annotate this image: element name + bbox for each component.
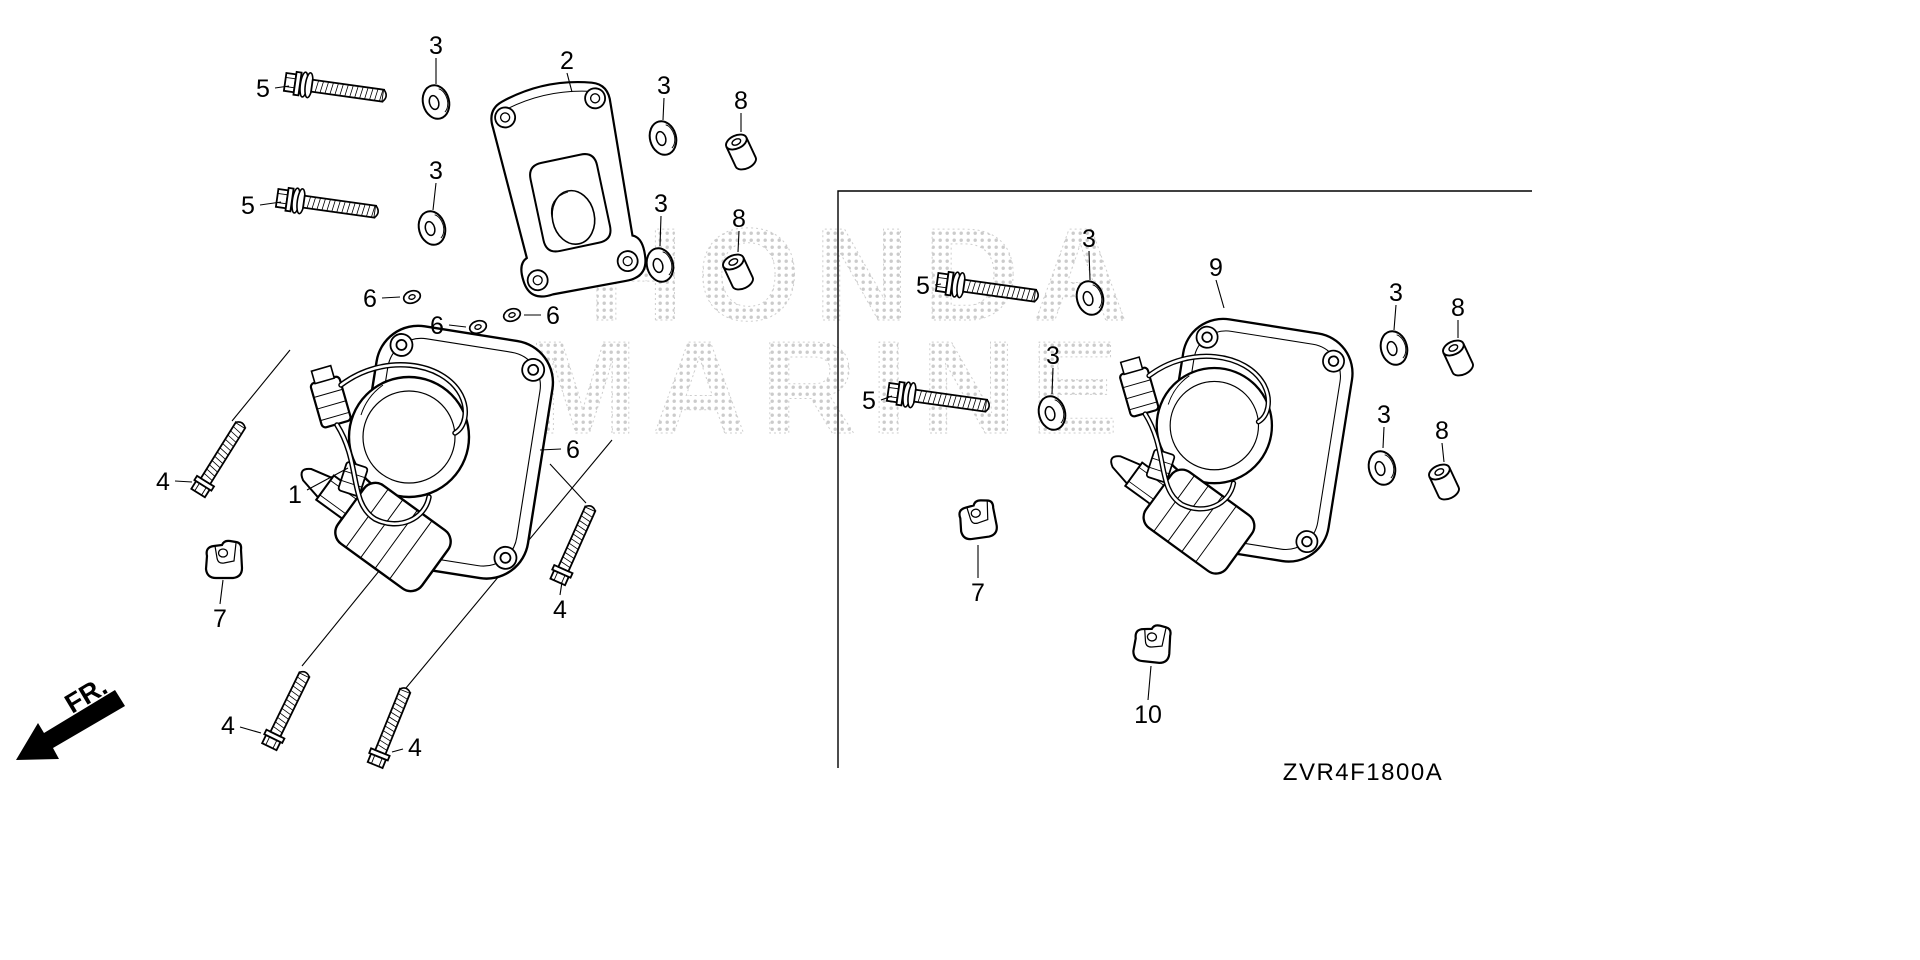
part-bolt-washer bbox=[274, 184, 381, 226]
callout-8: 8 bbox=[732, 205, 746, 253]
callout-3: 3 bbox=[654, 190, 668, 247]
part-grommet bbox=[1364, 447, 1400, 489]
part-clamp bbox=[956, 497, 1000, 542]
part-bolt-plain bbox=[188, 416, 252, 500]
construction-line bbox=[549, 463, 587, 504]
callout-number: 6 bbox=[363, 285, 377, 313]
callout-5: 5 bbox=[241, 192, 282, 220]
part-bolt-washer bbox=[282, 68, 389, 110]
callout-number: 2 bbox=[560, 47, 574, 75]
watermark-line2: MARINE bbox=[528, 314, 1133, 461]
callout-3: 3 bbox=[1082, 225, 1096, 281]
construction-line bbox=[301, 559, 389, 667]
callout-layer: 3 2 3 8 5 3 5 3 8 6 6 6 6 1 4 7 4 4 4 5 3 9 3 8 5 3 3 8 7 10 bbox=[156, 32, 1465, 762]
part-pump bbox=[281, 320, 559, 597]
callout-number: 3 bbox=[1377, 401, 1391, 429]
callout-8: 8 bbox=[734, 87, 748, 132]
callout-number: 5 bbox=[862, 387, 876, 415]
part-bolt-plain bbox=[547, 501, 602, 587]
callout-number: 6 bbox=[430, 312, 444, 340]
callout-3: 3 bbox=[1046, 342, 1060, 395]
callout-6: 6 bbox=[430, 312, 467, 340]
callout-6: 6 bbox=[539, 436, 580, 464]
callout-4: 4 bbox=[553, 581, 567, 624]
callout-number: 8 bbox=[734, 87, 748, 115]
callout-number: 3 bbox=[429, 32, 443, 60]
callout-number: 6 bbox=[566, 436, 580, 464]
part-grommet bbox=[1376, 327, 1412, 369]
part-bolt-plain bbox=[259, 667, 316, 752]
callout-4: 4 bbox=[221, 712, 262, 740]
part-code: ZVR4F1800A bbox=[1283, 759, 1443, 786]
callout-3: 3 bbox=[1389, 279, 1403, 331]
part-grommet bbox=[414, 207, 450, 249]
construction-line bbox=[231, 349, 291, 422]
callout-6: 6 bbox=[524, 302, 560, 330]
callout-3: 3 bbox=[429, 157, 443, 211]
callout-5: 5 bbox=[916, 272, 942, 300]
part-grommet bbox=[645, 117, 681, 159]
callout-3: 3 bbox=[657, 72, 671, 121]
part-washer-small bbox=[501, 305, 523, 325]
callout-2: 2 bbox=[560, 47, 574, 93]
callout-4: 4 bbox=[391, 734, 422, 762]
callout-10: 10 bbox=[1134, 665, 1162, 729]
callout-number: 1 bbox=[288, 481, 302, 509]
callout-number: 5 bbox=[916, 272, 930, 300]
callout-number: 5 bbox=[256, 75, 270, 103]
fr-direction-indicator: FR. bbox=[16, 671, 125, 760]
callout-number: 3 bbox=[1046, 342, 1060, 370]
callout-number: 3 bbox=[657, 72, 671, 100]
callout-number: 3 bbox=[429, 157, 443, 185]
callout-8: 8 bbox=[1451, 294, 1465, 338]
callout-9: 9 bbox=[1209, 254, 1225, 309]
callout-number: 3 bbox=[1082, 225, 1096, 253]
callout-1: 1 bbox=[288, 467, 349, 509]
callout-number: 5 bbox=[241, 192, 255, 220]
callout-8: 8 bbox=[1435, 417, 1449, 463]
part-collar bbox=[1425, 460, 1463, 504]
callout-number: 4 bbox=[221, 712, 235, 740]
part-grommet bbox=[418, 81, 454, 123]
part-clamp bbox=[1131, 621, 1174, 665]
callout-7: 7 bbox=[213, 579, 227, 633]
callout-4: 4 bbox=[156, 468, 193, 496]
part-collar bbox=[1439, 336, 1477, 380]
callout-number: 3 bbox=[1389, 279, 1403, 307]
callout-number: 8 bbox=[732, 205, 746, 233]
callout-5: 5 bbox=[862, 387, 893, 415]
callout-number: 4 bbox=[408, 734, 422, 762]
callout-number: 4 bbox=[156, 468, 170, 496]
callout-3: 3 bbox=[1377, 401, 1391, 449]
watermark-line1: HONDA bbox=[588, 201, 1142, 348]
callout-7: 7 bbox=[971, 545, 985, 607]
callout-number: 9 bbox=[1209, 254, 1223, 282]
part-washer-small bbox=[401, 287, 423, 307]
callout-number: 4 bbox=[553, 596, 567, 624]
callout-number: 6 bbox=[546, 302, 560, 330]
callout-number: 8 bbox=[1451, 294, 1465, 322]
callout-number: 7 bbox=[213, 605, 227, 633]
section-border bbox=[837, 190, 1532, 768]
part-clamp bbox=[204, 539, 244, 580]
callout-number: 3 bbox=[654, 190, 668, 218]
callout-5: 5 bbox=[256, 75, 290, 103]
fr-arrow-icon bbox=[16, 690, 125, 760]
callout-6: 6 bbox=[363, 285, 401, 313]
callout-number: 8 bbox=[1435, 417, 1449, 445]
part-bracket bbox=[483, 71, 651, 303]
callout-number: 7 bbox=[971, 579, 985, 607]
watermark: HONDA MARINE bbox=[527, 201, 1142, 462]
part-collar bbox=[722, 130, 760, 174]
callout-3: 3 bbox=[429, 32, 443, 84]
callout-number: 10 bbox=[1134, 701, 1162, 729]
